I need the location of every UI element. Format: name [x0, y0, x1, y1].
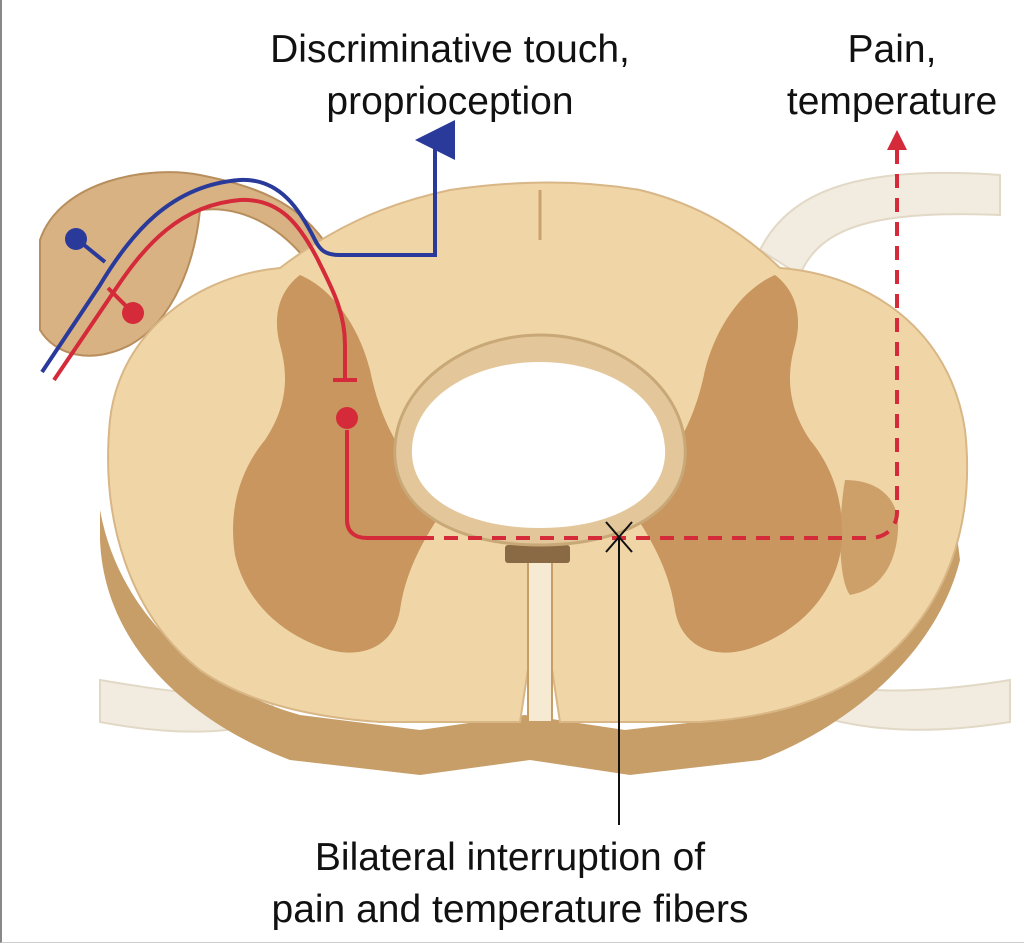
spinal-cord — [100, 181, 969, 775]
pain-arrow-head — [887, 130, 907, 150]
lesion-label-line2: pain and temperature fibers — [271, 888, 749, 931]
touch-label-line1: Discriminative touch, — [270, 28, 630, 71]
touch-label: Discriminative touch, proprioception — [200, 24, 700, 128]
touch-label-line2: proprioception — [326, 80, 574, 123]
pain-label: Pain, temperature — [760, 24, 1024, 128]
lateral-horn-right — [840, 480, 899, 595]
pain-fiber-entry — [52, 197, 347, 382]
touch-pathway — [40, 120, 455, 374]
anterior-commissure-slot — [505, 545, 570, 563]
pain-label-line1: Pain, — [847, 28, 937, 71]
pain-pathway — [52, 130, 907, 540]
lesion-label: Bilateral interruption of pain and tempe… — [230, 832, 790, 936]
ventral-median-fissure — [527, 559, 553, 723]
right-dorsal-root — [758, 171, 1001, 277]
gray-matter-right — [635, 275, 842, 653]
dorsal-horn-neuron — [336, 407, 358, 429]
pain-neuron-body — [122, 302, 144, 324]
touch-neuron-body — [65, 228, 87, 250]
pain-fiber-dashed — [420, 150, 899, 540]
gray-matter-left — [233, 275, 440, 653]
pain-label-line2: temperature — [786, 80, 998, 123]
central-cavity — [411, 362, 666, 528]
lesion-marker — [605, 521, 633, 825]
lesion-label-line1: Bilateral interruption of — [314, 836, 706, 879]
touch-fiber — [40, 120, 455, 374]
dorsal-root-ganglion — [39, 171, 332, 357]
pain-fiber-crossing — [345, 430, 420, 540]
